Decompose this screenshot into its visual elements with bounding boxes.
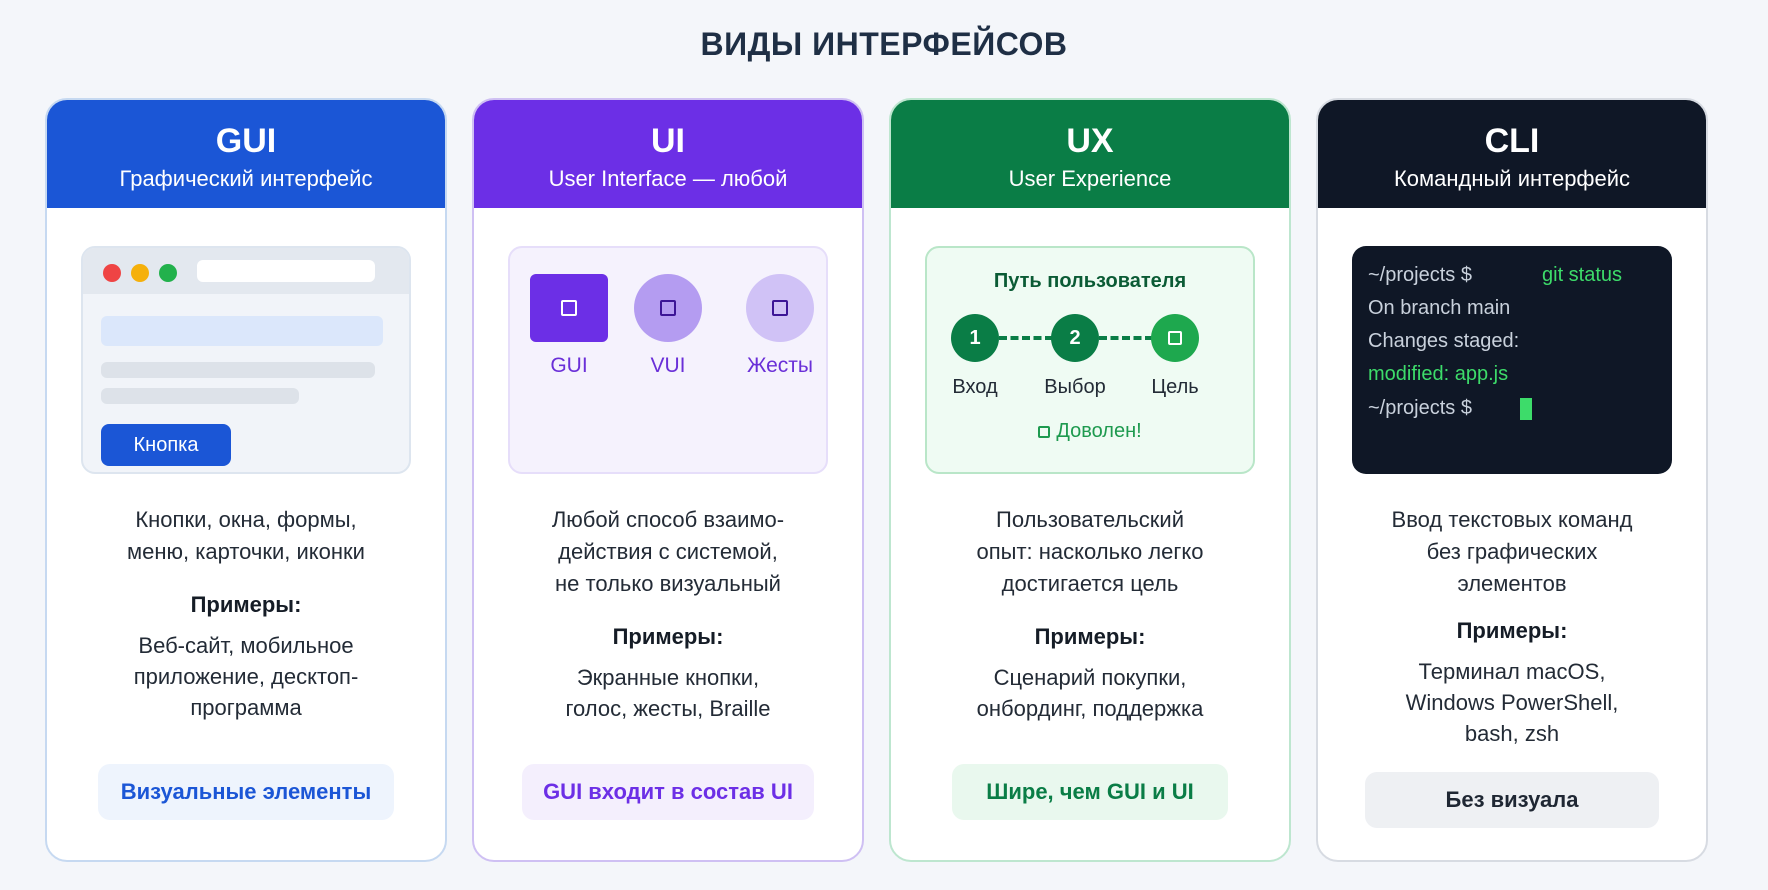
minimize-dot-icon <box>131 264 149 282</box>
content-line <box>101 362 375 378</box>
examples-text: Сценарий покупки, онбординг, поддержка <box>976 665 1204 721</box>
card-description: Любой способ взаимо- действия с системой… <box>551 507 785 596</box>
examples-title: Примеры: <box>612 624 724 649</box>
voice-circle-icon <box>634 274 702 342</box>
card-ui: UI User Interface — любой GUI VUI Жесты … <box>472 98 864 862</box>
journey-connector <box>999 336 1053 340</box>
card-subtitle: User Interface — любой <box>548 166 788 191</box>
browser-toolbar <box>83 248 409 294</box>
page-title: ВИДЫ ИНТЕРФЕЙСОВ <box>700 26 1068 62</box>
goal-step-icon <box>1151 314 1199 362</box>
card-header-cli: CLI Командный интерфейс <box>1318 100 1706 208</box>
card-title: GUI <box>215 122 277 160</box>
content-block <box>101 316 383 346</box>
journey-connector <box>1099 336 1153 340</box>
journey-step-2: 2 <box>1051 314 1099 362</box>
check-icon <box>1038 425 1051 438</box>
examples-title: Примеры: <box>1456 618 1568 643</box>
card-subtitle: Командный интерфейс <box>1393 166 1631 191</box>
card-gui: GUI Графический интерфейс Кнопка Кнопки,… <box>45 98 447 862</box>
terminal-command: git status <box>1542 264 1623 286</box>
step-label: Вход <box>952 376 998 398</box>
card-badge: Визуальные элементы <box>98 764 394 820</box>
card-subtitle: Графический интерфейс <box>119 166 373 191</box>
card-description: Кнопки, окна, формы, меню, карточки, ико… <box>127 507 365 564</box>
modality-label: GUI <box>550 354 588 377</box>
card-badge: Шире, чем GUI и UI <box>952 764 1228 820</box>
journey-result: Доволен! <box>927 420 1253 443</box>
gesture-circle-icon <box>746 274 814 342</box>
card-badge: GUI входит в состав UI <box>522 764 814 820</box>
terminal-output: On branch main <box>1368 297 1511 319</box>
card-title: UX <box>1066 122 1114 160</box>
journey-title: Путь пользователя <box>993 270 1187 292</box>
examples-text: Экранные кнопки, голос, жесты, Braille <box>565 665 771 721</box>
card-header-ux: UX User Experience <box>891 100 1289 208</box>
card-description: Пользовательский опыт: насколько легко д… <box>976 507 1204 596</box>
close-dot-icon <box>103 264 121 282</box>
maximize-dot-icon <box>159 264 177 282</box>
examples-title: Примеры: <box>1034 624 1146 649</box>
address-bar <box>197 260 375 282</box>
card-cli: CLI Командный интерфейс ~/projects $ git… <box>1316 98 1708 862</box>
examples-title: Примеры: <box>190 592 302 617</box>
step-label: Цель <box>1151 376 1199 398</box>
card-header-gui: GUI Графический интерфейс <box>47 100 445 208</box>
card-header-ui: UI User Interface — любой <box>474 100 862 208</box>
gui-square-icon <box>530 274 608 342</box>
terminal-illustration: ~/projects $ git status On branch main C… <box>1352 246 1672 474</box>
content-line <box>101 388 299 404</box>
ui-modalities-illustration: GUI VUI Жесты <box>508 246 828 474</box>
sample-button: Кнопка <box>101 424 231 466</box>
examples-text: Веб-сайт, мобильное приложение, десктоп-… <box>133 633 359 720</box>
modality-label: VUI <box>650 354 686 377</box>
cursor-icon <box>1520 398 1532 420</box>
examples-text: Терминал macOS, Windows PowerShell, bash… <box>1405 659 1619 746</box>
terminal-output: modified: app.js <box>1368 363 1509 385</box>
step-label: Выбор <box>1044 376 1106 398</box>
card-badge: Без визуала <box>1365 772 1659 828</box>
card-title: UI <box>651 122 685 160</box>
terminal-prompt: ~/projects $ <box>1368 397 1472 419</box>
terminal-output: Changes staged: <box>1368 330 1520 352</box>
terminal-prompt: ~/projects $ <box>1368 264 1472 286</box>
journey-step-1: 1 <box>951 314 999 362</box>
modality-label: Жесты <box>746 354 814 377</box>
gui-browser-illustration: Кнопка <box>81 246 411 474</box>
card-description: Ввод текстовых команд без графических эл… <box>1391 507 1633 596</box>
card-title: CLI <box>1484 122 1540 160</box>
card-ux: UX User Experience Путь пользователя 1 2… <box>889 98 1291 862</box>
user-journey-illustration: Путь пользователя 1 2 Вход Выбор Цель До… <box>925 246 1255 474</box>
card-subtitle: User Experience <box>1008 166 1172 191</box>
